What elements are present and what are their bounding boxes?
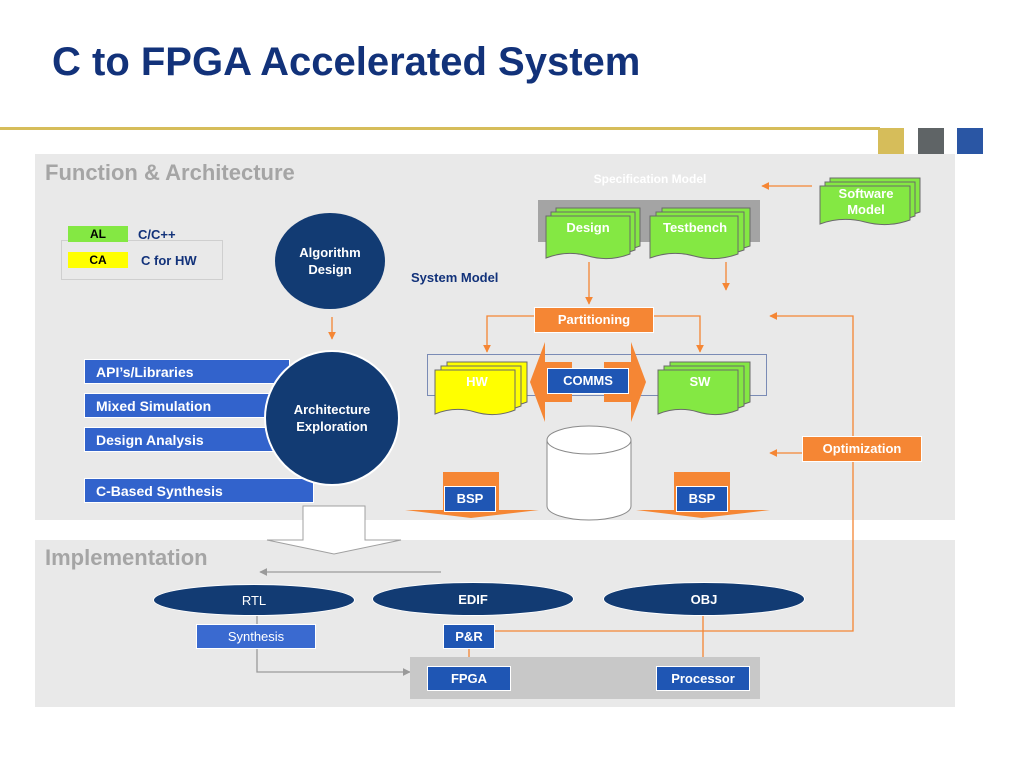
architecture-exploration-circle: Architecture Exploration bbox=[264, 350, 400, 486]
sw-label: SW bbox=[689, 374, 711, 389]
legend-frame bbox=[61, 240, 223, 280]
bsp-left-box: BSP bbox=[444, 486, 496, 512]
function-architecture-panel bbox=[35, 154, 955, 520]
bsp-right-box: BSP bbox=[676, 486, 728, 512]
tool-api-libraries: API’s/Libraries bbox=[84, 359, 290, 384]
par-box: P&R bbox=[443, 624, 495, 649]
design-label: Design bbox=[566, 220, 610, 235]
tool-c-based-synthesis: C-Based Synthesis bbox=[84, 478, 314, 503]
software-model-doc bbox=[819, 177, 921, 226]
page-title: C to FPGA Accelerated System bbox=[52, 40, 641, 84]
partitioning-box: Partitioning bbox=[534, 307, 654, 333]
optimization-box: Optimization bbox=[802, 436, 922, 462]
sw-doc bbox=[657, 361, 751, 416]
rtl-ellipse: RTL bbox=[153, 584, 355, 616]
tool-mixed-simulation: Mixed Simulation bbox=[84, 393, 290, 418]
processor-box: Processor bbox=[656, 666, 750, 691]
architecture-exploration-label: Architecture Exploration bbox=[293, 402, 371, 434]
database-cylinder bbox=[546, 425, 632, 521]
obj-label: OBJ bbox=[690, 591, 718, 607]
block-arrow-down bbox=[266, 505, 402, 555]
software-model-label: Software Model bbox=[838, 186, 894, 217]
tool-design-analysis: Design Analysis bbox=[84, 427, 290, 452]
gray-square bbox=[918, 128, 944, 154]
legend-text-al: C/C++ bbox=[138, 227, 176, 242]
hw-label: HW bbox=[466, 374, 488, 389]
hw-doc bbox=[434, 361, 528, 416]
synthesis-box: Synthesis bbox=[196, 624, 316, 649]
implementation-title: Implementation bbox=[45, 545, 208, 570]
header-rule bbox=[0, 127, 880, 130]
blue-square bbox=[957, 128, 983, 154]
rtl-label: RTL bbox=[241, 592, 267, 608]
testbench-doc bbox=[649, 207, 751, 260]
algorithm-design-label: Algorithm Design bbox=[299, 245, 361, 277]
specification-model-label: Specification Model bbox=[593, 172, 707, 186]
legend-tag-ca: CA bbox=[68, 252, 128, 268]
system-model-label: System Model bbox=[411, 270, 499, 285]
legend-tag-al: AL bbox=[68, 226, 128, 242]
edif-ellipse: EDIF bbox=[372, 582, 574, 616]
legend-text-ca: C for HW bbox=[141, 253, 197, 268]
design-doc bbox=[545, 207, 641, 260]
obj-ellipse: OBJ bbox=[603, 582, 805, 616]
algorithm-design-circle: Algorithm Design bbox=[275, 213, 385, 309]
function-architecture-title: Function & Architecture bbox=[45, 160, 295, 185]
edif-label: EDIF bbox=[458, 591, 488, 607]
gold-square bbox=[878, 128, 904, 154]
testbench-label: Testbench bbox=[662, 220, 728, 235]
fpga-box: FPGA bbox=[427, 666, 511, 691]
comms-box: COMMS bbox=[547, 368, 629, 394]
